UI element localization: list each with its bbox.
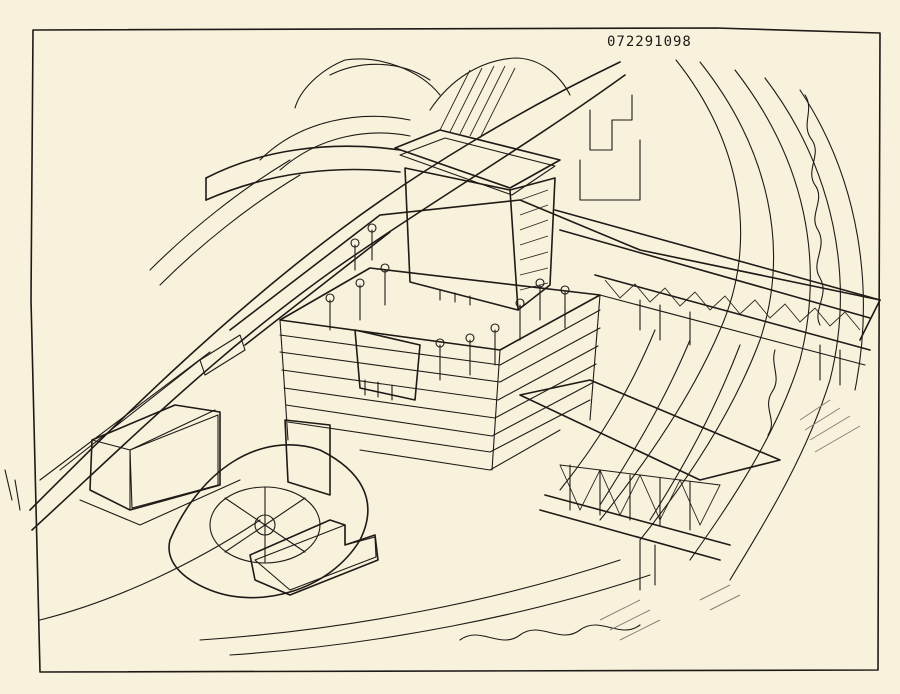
tower-canopy <box>394 129 561 196</box>
podium-levels <box>279 223 601 471</box>
ground-curves <box>4 469 741 656</box>
plaza-roundabout <box>168 444 369 599</box>
rail-viaduct <box>554 209 881 386</box>
sketch-border <box>30 27 881 673</box>
pedestrian-bridge <box>519 379 781 591</box>
lower-left-building <box>79 404 241 526</box>
site-platform <box>39 199 881 481</box>
river-curves <box>559 59 864 581</box>
highway-curves <box>29 57 641 531</box>
central-tower <box>404 167 556 311</box>
stepped-building <box>249 519 379 596</box>
podium-block <box>284 329 421 496</box>
sketch-code: 072291098 <box>607 34 692 50</box>
